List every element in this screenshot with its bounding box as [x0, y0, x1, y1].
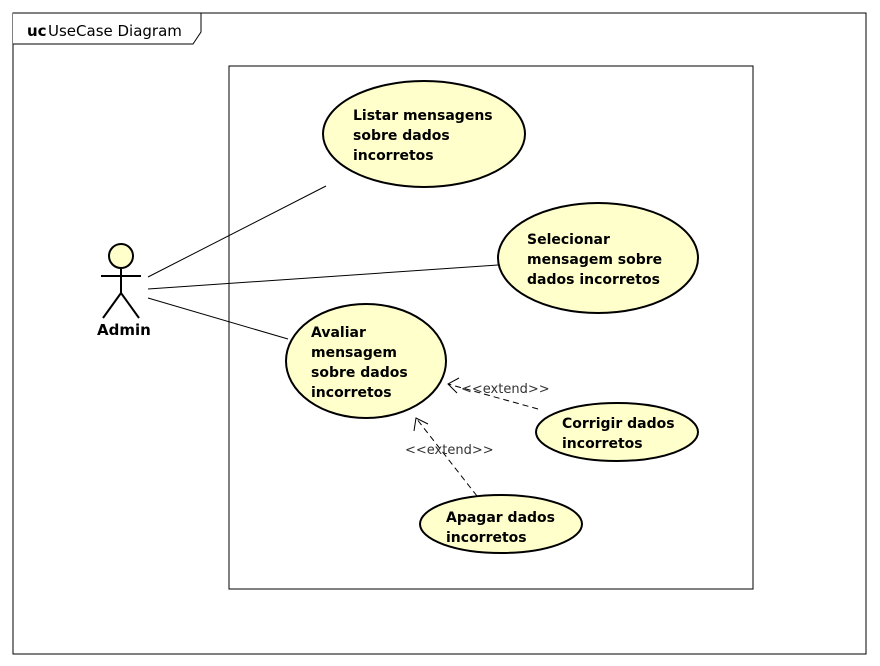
actor-admin[interactable]: Admin: [97, 243, 151, 339]
frame-label-tab: [13, 12, 202, 45]
frame-title: UseCase Diagram: [48, 22, 182, 40]
extend-apagar-arrowhead: [413, 417, 429, 432]
use-case-label: Apagar dados: [446, 510, 555, 526]
use-case-ellipse: [535, 402, 699, 462]
actor-right-leg: [120, 292, 140, 319]
frame-keyword: uc: [27, 22, 47, 40]
actor-head: [108, 243, 134, 269]
use-case-ellipse: [285, 303, 447, 419]
use-case-label: mensagem: [311, 345, 397, 361]
use-case-label: dados incorretos: [527, 272, 660, 288]
use-case-ellipse: [419, 494, 583, 554]
use-case-label: Selecionar: [527, 232, 610, 248]
extend-apagar-line: [415, 417, 478, 497]
use-case-ellipse: [322, 80, 526, 188]
extend-label-corrigir: <<extend>>: [461, 382, 550, 397]
use-case-label: incorretos: [446, 530, 527, 546]
use-case-label: sobre dados: [311, 365, 408, 381]
association-avaliar: [147, 297, 289, 340]
use-case-listar[interactable]: Listar mensagens sobre dados incorretos: [322, 80, 526, 188]
association-listar: [147, 185, 327, 278]
use-case-label: sobre dados: [353, 128, 450, 144]
use-case-corrigir[interactable]: Corrigir dados incorretos: [535, 402, 699, 462]
extend-corrigir-arrowhead: [447, 377, 460, 394]
use-case-label: Listar mensagens: [353, 108, 493, 124]
use-case-label: incorretos: [353, 148, 434, 164]
use-case-label: Avaliar: [311, 325, 366, 341]
use-case-label: incorretos: [311, 385, 392, 401]
use-case-apagar[interactable]: Apagar dados incorretos: [419, 494, 583, 554]
use-case-selecionar[interactable]: Selecionar mensagem sobre dados incorret…: [497, 202, 699, 314]
use-case-ellipse: [497, 202, 699, 314]
extend-corrigir-line: [447, 383, 539, 410]
extend-label-apagar: <<extend>>: [405, 443, 494, 458]
actor-left-leg: [102, 292, 122, 319]
use-case-label: Corrigir dados: [562, 416, 675, 432]
use-case-avaliar[interactable]: Avaliar mensagem sobre dados incorretos: [285, 303, 447, 419]
actor-name: Admin: [97, 321, 151, 339]
use-case-label: mensagem sobre: [527, 252, 662, 268]
association-selecionar: [147, 264, 499, 290]
use-case-label: incorretos: [562, 436, 643, 452]
